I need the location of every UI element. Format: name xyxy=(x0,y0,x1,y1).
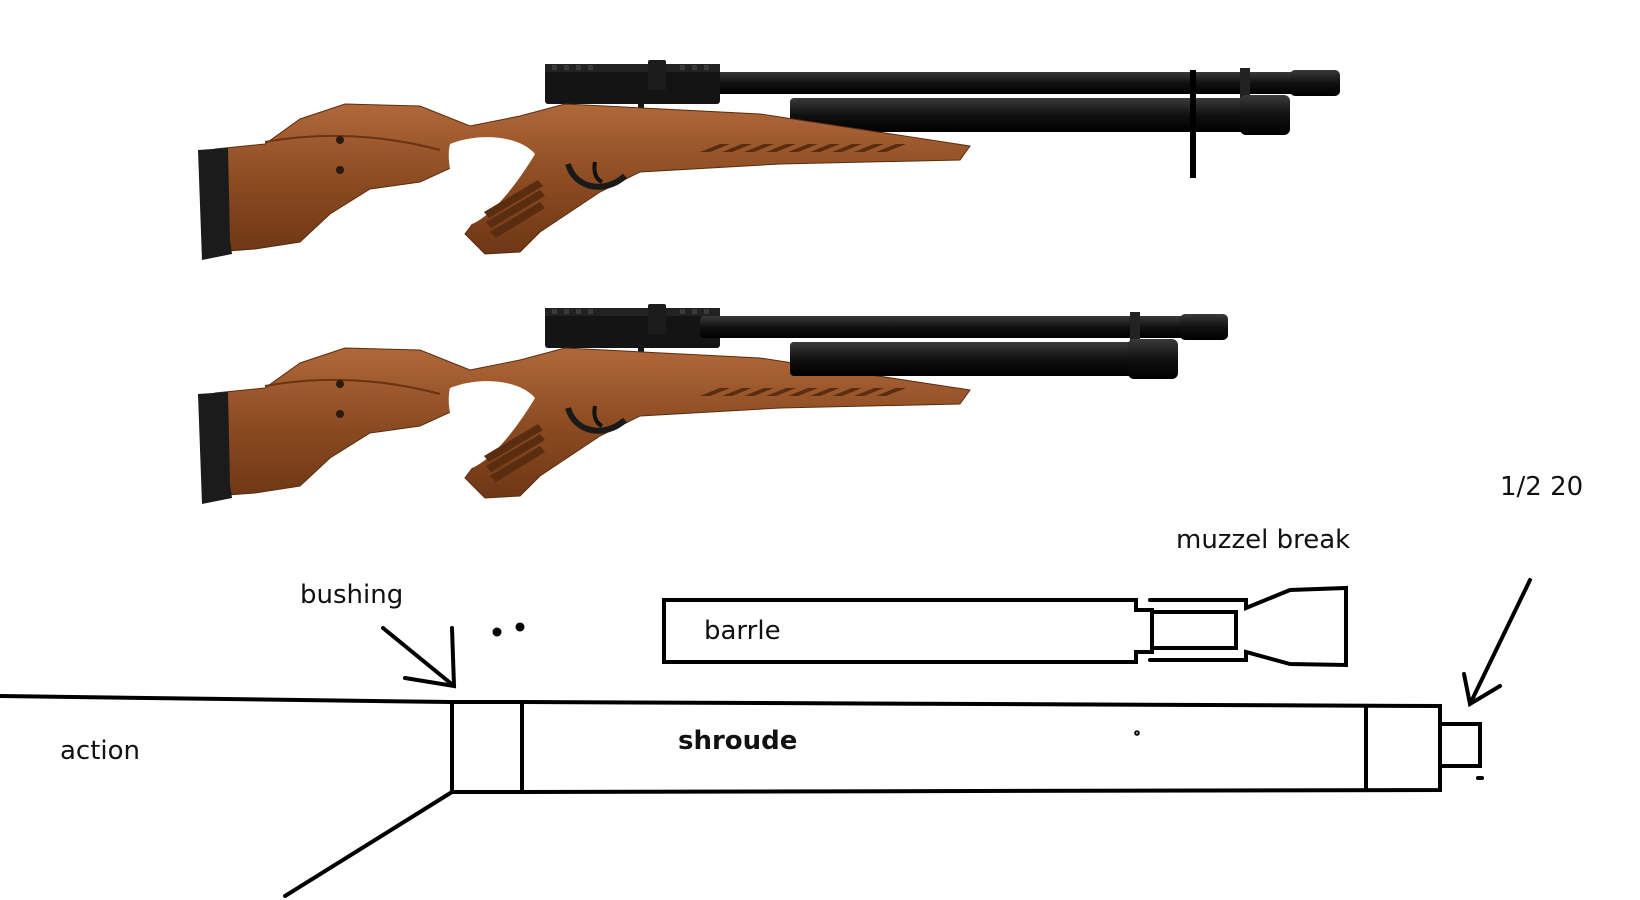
scribble-dot xyxy=(515,622,525,632)
label-thread: 1/2 20 xyxy=(1500,472,1584,502)
label-bushing: bushing xyxy=(300,580,404,610)
barrel-outline xyxy=(662,598,1154,664)
barrel-thread xyxy=(1150,610,1238,650)
bushing-block xyxy=(450,700,524,794)
label-shroud: shroude xyxy=(678,726,798,756)
muzzle-brake-outline xyxy=(1148,585,1348,668)
thread-arrow xyxy=(1462,578,1532,708)
label-muzzle-brake: muzzel break xyxy=(1176,525,1351,555)
rifle-photo-top xyxy=(198,60,1340,260)
label-action: action xyxy=(60,736,141,766)
action-lower-line xyxy=(283,790,454,898)
shroud-body xyxy=(520,700,1442,794)
schematic xyxy=(0,578,1532,898)
scribble-dot xyxy=(492,627,502,637)
action-outline xyxy=(0,694,452,704)
scribble-dot xyxy=(1134,730,1140,736)
shroud-tip xyxy=(1438,704,1482,792)
rifle-photo-bottom xyxy=(198,298,1400,504)
label-barrel: barrle xyxy=(704,616,781,646)
bushing-arrow xyxy=(381,626,457,689)
